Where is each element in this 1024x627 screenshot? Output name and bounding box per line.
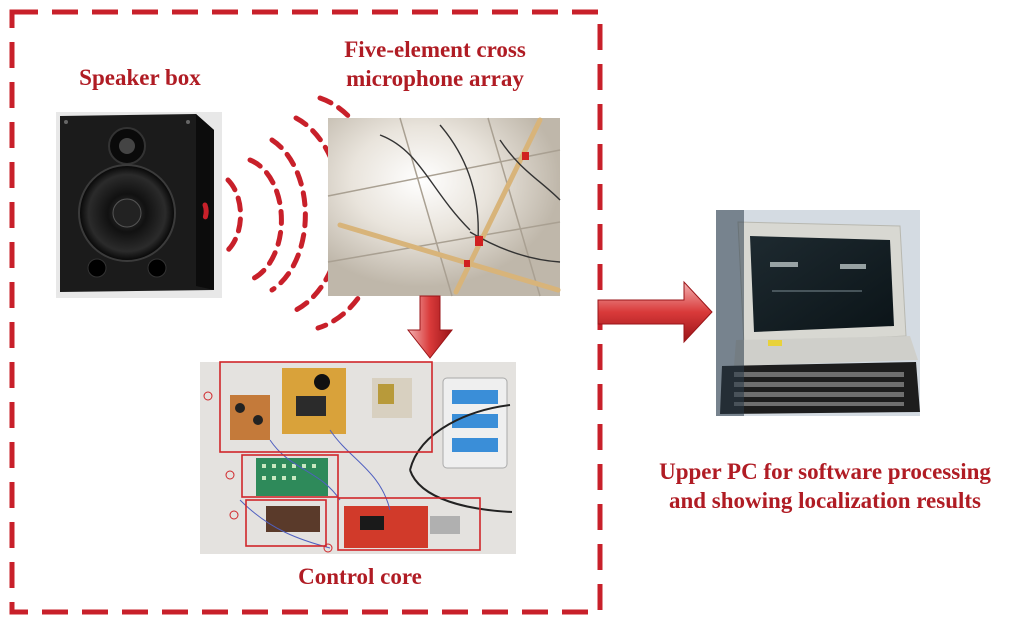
right-arrow [597, 280, 713, 344]
speaker-box-label: Speaker box [79, 65, 201, 90]
control-core-label: Control core [298, 564, 422, 589]
microphone-array-label-line1: Five-element cross [344, 37, 526, 62]
upper-pc-label: Upper PC for software processing and sho… [615, 458, 1024, 516]
microphone-array-label-line2: microphone array [346, 65, 524, 91]
microphone-array-image [327, 117, 561, 297]
microphone-array-label: Five-element cross microphone array [305, 36, 565, 94]
speaker-box-image [56, 112, 222, 298]
upper-pc-label-line1: Upper PC for software processing [659, 459, 991, 484]
control-core-image [200, 361, 516, 554]
upper-pc-image [716, 210, 920, 416]
down-arrow [406, 295, 454, 359]
upper-pc-label-line2: and showing localization results [668, 487, 982, 513]
